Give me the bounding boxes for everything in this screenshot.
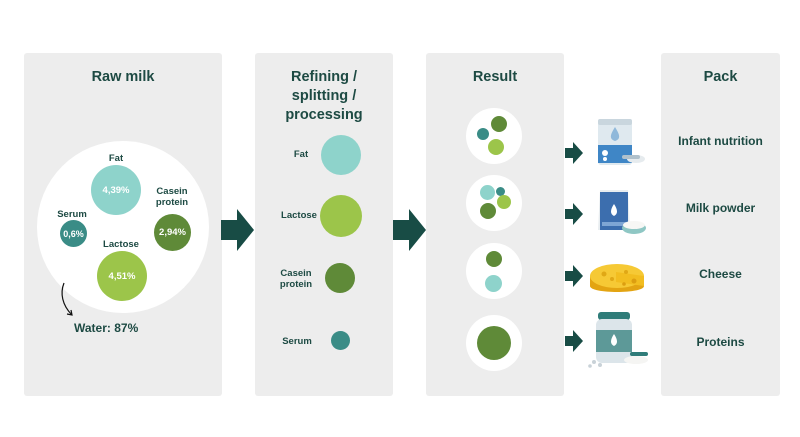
lactose-value: 4,51% <box>108 270 136 282</box>
result-fat-dot <box>480 185 495 200</box>
serum-label: Serum <box>57 209 87 220</box>
casein-value: 2,94% <box>159 227 186 238</box>
small-arrow-icon <box>565 330 583 352</box>
refining-lactose-circle <box>320 195 362 237</box>
result-title: Result <box>472 69 518 85</box>
refining-serum-circle <box>331 331 350 350</box>
water-label: Water: 87% <box>74 321 139 335</box>
refining-lactose-label: Lactose <box>281 210 317 221</box>
big-arrow-icon <box>221 209 254 251</box>
result-protein-mix <box>466 315 522 371</box>
pack-item-proteins: Proteins <box>696 335 745 349</box>
pack-title: Pack <box>703 69 738 85</box>
cheese-wheel-icon <box>590 264 644 292</box>
casein-label: Casein protein <box>155 186 189 208</box>
lactose-label: Lactose <box>103 239 139 250</box>
big-arrow-icon <box>393 209 426 251</box>
result-casein-dot <box>491 116 507 132</box>
result-serum-dot <box>477 128 489 140</box>
serum-circle: 0,6% <box>60 220 87 247</box>
curved-arrow-icon <box>61 282 73 316</box>
small-arrow-icon <box>565 265 583 287</box>
infant-formula-can-icon <box>598 119 645 165</box>
result-lactose-dot <box>488 139 504 155</box>
refining-serum-label: Serum <box>282 336 312 347</box>
result-infant-mix <box>466 108 522 164</box>
refining-casein-label: Casein protein <box>279 268 313 290</box>
fat-label: Fat <box>108 153 124 164</box>
result-casein-dot <box>480 203 496 219</box>
fat-circle: 4,39% <box>91 165 141 215</box>
fat-value: 4,39% <box>102 184 130 196</box>
result-casein-dot <box>477 326 511 360</box>
refining-title: Refining / splitting / processing <box>285 69 363 123</box>
serum-value: 0,6% <box>63 228 84 239</box>
pack-item-infant-nutrition: Infant nutrition <box>678 134 763 148</box>
refining-panel: Refining / splitting / processing Fat La… <box>255 53 393 396</box>
result-cheese-mix <box>466 243 522 299</box>
pack-panel: Pack Infant nutrition Milk powder Cheese… <box>661 53 780 396</box>
raw-milk-title: Raw milk <box>91 69 155 85</box>
refining-casein-circle <box>325 263 355 293</box>
raw-milk-panel: Raw milk Fat 4,39% Casein protein 2,94% … <box>24 53 222 396</box>
refining-fat-circle <box>321 135 361 175</box>
result-casein-dot <box>486 251 502 267</box>
result-panel: Result <box>426 53 564 396</box>
milk-powder-bag-icon <box>598 190 646 234</box>
result-serum-dot <box>496 187 505 196</box>
casein-circle: 2,94% <box>154 214 191 251</box>
pack-item-cheese: Cheese <box>699 267 742 281</box>
pack-item-milk-powder: Milk powder <box>685 201 756 215</box>
result-fat-dot <box>485 275 502 292</box>
result-powder-mix <box>466 175 522 231</box>
small-arrow-icon <box>565 203 583 225</box>
refining-fat-label: Fat <box>293 149 309 160</box>
result-lactose-dot <box>497 195 511 209</box>
protein-jar-icon <box>588 312 648 368</box>
lactose-circle: 4,51% <box>97 251 147 301</box>
small-arrow-icon <box>565 142 583 164</box>
